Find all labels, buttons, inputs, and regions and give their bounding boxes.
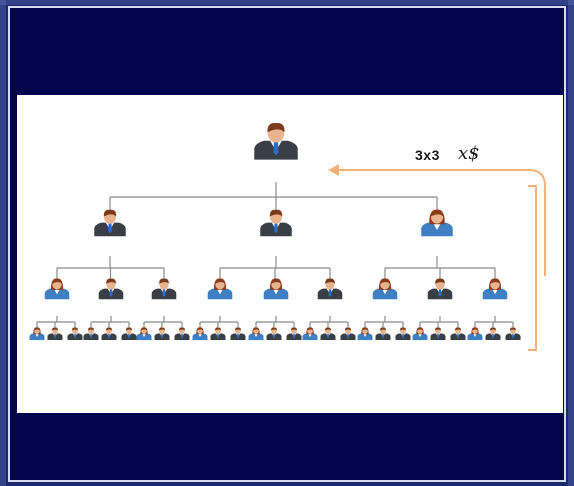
person-icon-level-4: [450, 327, 466, 340]
currency-label: x$: [458, 143, 480, 164]
person-icon-level-3: [263, 278, 289, 300]
person-icon-level-3: [207, 278, 233, 300]
background-streak: [0, 0, 574, 5]
person-icon-level-4: [485, 327, 501, 340]
person-icon-level-4: [302, 327, 318, 340]
person-icon-level-3: [482, 278, 508, 300]
person-icon-level-4: [230, 327, 246, 340]
person-icon-level-4: [83, 327, 99, 340]
person-icon-level-4: [67, 327, 83, 340]
person-icon-level-4: [375, 327, 391, 340]
person-icon-level-4: [357, 327, 373, 340]
bracket-line: [528, 185, 537, 351]
person-icon-level-2: [260, 209, 292, 237]
person-icon-level-4: [29, 327, 45, 340]
person-icon-level-2: [421, 209, 453, 237]
person-icon-level-4: [101, 327, 117, 340]
person-icon-level-4: [286, 327, 302, 340]
person-icon-level-4: [121, 327, 137, 340]
person-icon-level-4: [192, 327, 208, 340]
person-icon-level-4: [174, 327, 190, 340]
structure-label: 3x3: [415, 147, 440, 163]
person-icon-level-2: [94, 209, 126, 237]
person-icon-level-3: [44, 278, 70, 300]
background-streak: [568, 0, 574, 486]
person-icon-level-3: [372, 278, 398, 300]
person-icon-level-4: [136, 327, 152, 340]
person-icon-level-4: [320, 327, 336, 340]
person-icon-level-4: [266, 327, 282, 340]
arrow-head-icon: [328, 164, 339, 176]
person-icon-level-4: [430, 327, 446, 340]
person-icon-level-1: [254, 122, 298, 160]
person-icon-level-4: [210, 327, 226, 340]
person-icon-level-4: [505, 327, 521, 340]
person-icon-level-4: [154, 327, 170, 340]
person-icon-level-3: [427, 278, 453, 300]
person-icon-level-3: [151, 278, 177, 300]
person-icon-level-4: [467, 327, 483, 340]
background-streak: [0, 0, 6, 486]
person-icon-level-4: [340, 327, 356, 340]
person-icon-level-4: [248, 327, 264, 340]
person-icon-level-4: [412, 327, 428, 340]
person-icon-level-4: [395, 327, 411, 340]
arrow-line: [336, 169, 546, 276]
person-icon-level-4: [47, 327, 63, 340]
person-icon-level-3: [98, 278, 124, 300]
person-icon-level-3: [317, 278, 343, 300]
